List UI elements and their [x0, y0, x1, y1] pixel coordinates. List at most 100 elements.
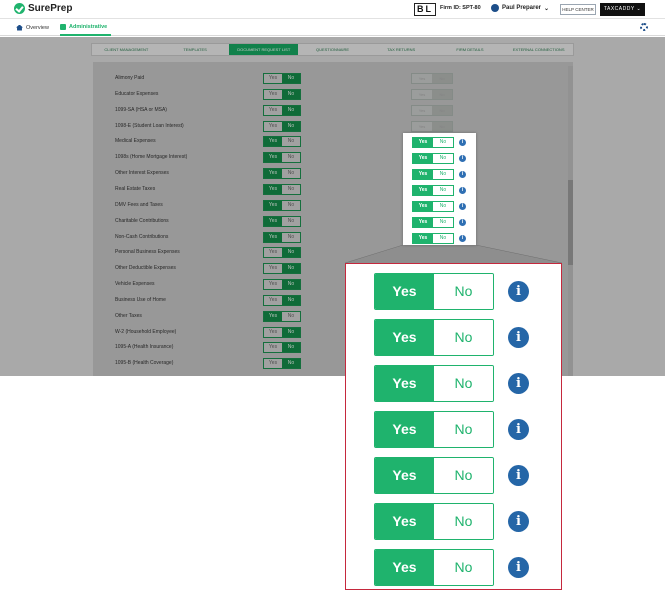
info-icon[interactable]: i: [508, 557, 529, 578]
no-option[interactable]: No: [282, 74, 300, 83]
no-option[interactable]: No: [282, 200, 300, 210]
yes-option[interactable]: Yes: [375, 366, 434, 401]
info-icon[interactable]: i: [459, 187, 466, 194]
yes-option[interactable]: Yes: [264, 74, 282, 83]
yes-option[interactable]: Yes: [375, 504, 434, 539]
info-icon[interactable]: i: [459, 171, 466, 178]
yes-option[interactable]: Yes: [412, 74, 432, 83]
subtab-tax-returns[interactable]: Tax Returns: [387, 47, 416, 52]
subtab-templates[interactable]: Templates: [183, 47, 207, 52]
info-icon[interactable]: i: [508, 511, 529, 532]
yes-option[interactable]: Yes: [413, 186, 433, 195]
no-option[interactable]: No: [433, 138, 453, 147]
taxcaddy-button[interactable]: TAXCADDY ⌄: [600, 3, 645, 16]
yes-option[interactable]: Yes: [264, 232, 282, 242]
no-option[interactable]: No: [282, 327, 300, 337]
yes-option[interactable]: Yes: [264, 216, 282, 226]
yes-option[interactable]: Yes: [413, 202, 433, 211]
info-icon[interactable]: i: [459, 155, 466, 162]
yes-option[interactable]: Yes: [375, 458, 434, 493]
subtab-external-connections[interactable]: External Connections: [512, 47, 565, 52]
yes-option[interactable]: Yes: [375, 412, 434, 447]
help-center-button[interactable]: HELP CENTER: [560, 4, 596, 15]
info-icon[interactable]: i: [508, 373, 529, 394]
yes-option[interactable]: Yes: [264, 105, 282, 115]
no-option[interactable]: No: [282, 311, 300, 321]
no-option[interactable]: No: [434, 366, 493, 401]
no-option[interactable]: No: [432, 121, 452, 131]
scrollbar-thumb[interactable]: [568, 180, 573, 265]
no-option[interactable]: No: [282, 216, 300, 226]
yes-option[interactable]: Yes: [375, 550, 434, 585]
no-option[interactable]: No: [282, 264, 300, 274]
yes-option[interactable]: Yes: [413, 170, 433, 179]
yes-option[interactable]: Yes: [264, 327, 282, 337]
no-option[interactable]: No: [282, 248, 300, 258]
info-icon[interactable]: i: [508, 419, 529, 440]
info-icon[interactable]: i: [459, 219, 466, 226]
no-option[interactable]: No: [282, 343, 300, 353]
yes-option[interactable]: Yes: [264, 264, 282, 274]
no-option[interactable]: No: [434, 412, 493, 447]
no-option[interactable]: No: [433, 186, 453, 195]
no-option[interactable]: No: [282, 153, 300, 163]
subtab-questionnaire[interactable]: Questionnaire: [315, 47, 350, 52]
no-option[interactable]: No: [282, 137, 300, 147]
yes-option[interactable]: Yes: [264, 184, 282, 194]
tab-overview[interactable]: Overview: [16, 19, 49, 36]
no-option[interactable]: No: [434, 274, 493, 309]
no-option[interactable]: No: [282, 359, 300, 369]
no-option[interactable]: No: [433, 170, 453, 179]
subtab-firm-details[interactable]: Firm Details: [456, 47, 484, 52]
subtab-client-management[interactable]: Client Management: [104, 47, 149, 52]
no-option[interactable]: No: [282, 232, 300, 242]
no-option[interactable]: No: [432, 89, 452, 99]
no-option[interactable]: No: [282, 169, 300, 179]
no-option[interactable]: No: [434, 504, 493, 539]
yes-option[interactable]: Yes: [264, 153, 282, 163]
yes-option[interactable]: Yes: [264, 121, 282, 131]
yes-option[interactable]: Yes: [264, 169, 282, 179]
info-icon[interactable]: i: [508, 281, 529, 302]
no-option[interactable]: No: [282, 184, 300, 194]
yes-option[interactable]: Yes: [264, 311, 282, 321]
yes-option[interactable]: Yes: [264, 137, 282, 147]
gear-icon[interactable]: [640, 23, 648, 31]
subtab-document-request-list[interactable]: Document Request List: [229, 44, 299, 55]
info-icon[interactable]: i: [459, 139, 466, 146]
no-option[interactable]: No: [433, 234, 453, 243]
yes-option[interactable]: Yes: [375, 320, 434, 355]
no-option[interactable]: No: [433, 218, 453, 227]
no-option[interactable]: No: [434, 458, 493, 493]
yes-option[interactable]: Yes: [375, 274, 434, 309]
no-option[interactable]: No: [282, 295, 300, 305]
info-icon[interactable]: i: [508, 327, 529, 348]
